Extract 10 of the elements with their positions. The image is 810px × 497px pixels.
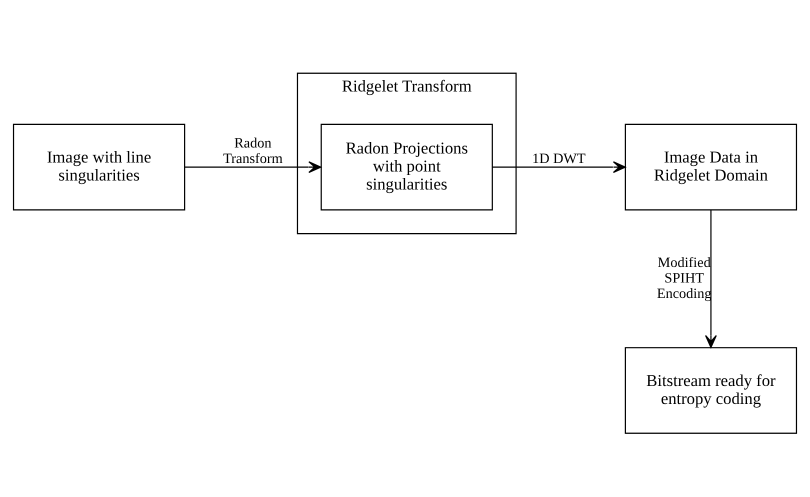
node-box: Bitstream ready for entropy coding [624, 347, 798, 434]
arrow [492, 161, 626, 174]
node-box: Image Data in Ridgelet Domain [624, 124, 798, 210]
node-box: Radon Projections with point singularities [320, 124, 493, 210]
arrow [184, 161, 322, 174]
edge-label: 1D DWT [532, 151, 586, 168]
edge-label: Radon Transform [223, 136, 283, 168]
arrow [705, 210, 717, 348]
node-box: Image with line singularities [12, 124, 186, 210]
edge-label: Modified SPIHT Encoding [656, 255, 712, 302]
